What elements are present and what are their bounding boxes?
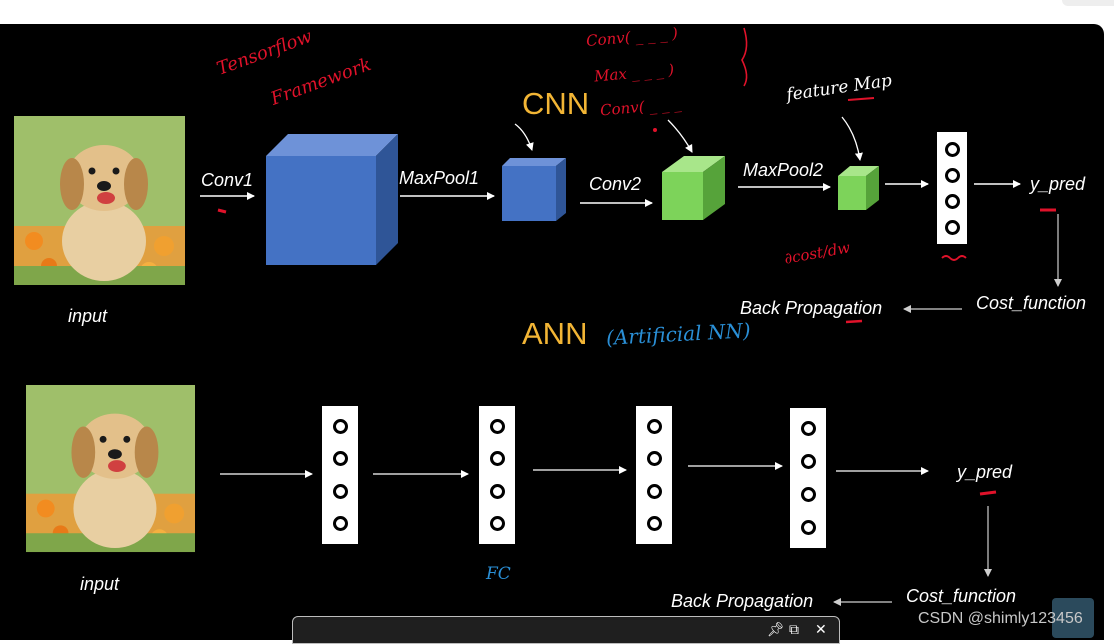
cnn-output-layer xyxy=(937,132,967,244)
maxpool2-label: MaxPool2 xyxy=(743,160,824,180)
conv2-label: Conv2 xyxy=(589,174,642,194)
maxpool1-feature-cube xyxy=(502,158,566,221)
watermark-badge xyxy=(1052,598,1094,638)
ink-arrow-to-conv2 xyxy=(667,119,693,153)
cnn-ypred-label: y_pred xyxy=(1030,174,1086,194)
ink-dot xyxy=(653,128,657,132)
neuron xyxy=(646,516,662,532)
ink-underline-ann-ypred xyxy=(979,490,997,496)
cnn-title: CNN xyxy=(522,86,590,121)
diagram-graphics xyxy=(200,27,1062,606)
neuron xyxy=(332,418,348,434)
ann-input-label: input xyxy=(80,574,120,594)
cnn-input-image xyxy=(14,116,185,285)
neuron xyxy=(800,454,816,469)
window-corner-tab xyxy=(1062,0,1114,6)
neuron xyxy=(800,421,816,436)
conv1-feature-cube xyxy=(266,134,398,265)
ann-layer-1 xyxy=(322,406,358,544)
neuron xyxy=(489,418,505,434)
ink-fc: FC xyxy=(486,564,511,584)
neuron xyxy=(944,193,960,209)
neuron xyxy=(332,451,348,467)
neuron xyxy=(944,219,960,235)
ink-arrow-to-maxpool2 xyxy=(841,116,863,161)
neuron xyxy=(800,487,816,502)
neuron xyxy=(646,451,662,467)
neuron xyxy=(332,483,348,499)
conv1-label: Conv1 xyxy=(201,170,254,190)
neuron xyxy=(944,141,960,157)
ink-brace xyxy=(741,27,748,87)
ann-cost-label: Cost_function xyxy=(906,586,1017,606)
ink-mark-conv1 xyxy=(217,208,227,214)
ann-title: ANN xyxy=(522,316,588,351)
ann-input-image xyxy=(26,384,195,553)
ann-layer-2 xyxy=(479,406,515,544)
ann-ypred-label: y_pred xyxy=(957,462,1013,482)
neuron xyxy=(489,483,505,499)
neuron xyxy=(332,516,348,532)
cnn-input-label: input xyxy=(68,306,108,326)
pin-icon[interactable]: 📌︎ xyxy=(767,622,785,638)
neuron xyxy=(800,520,816,535)
close-icon[interactable]: ✕ xyxy=(815,622,827,638)
csdn-watermark: CSDN @shimly123456 xyxy=(918,610,1083,627)
neuron xyxy=(489,451,505,467)
neuron xyxy=(646,418,662,434)
neuron xyxy=(944,167,960,183)
neuron xyxy=(489,516,505,532)
ann-backprop-label: Back Propagation xyxy=(671,591,814,611)
ink-underline-feature xyxy=(847,97,875,101)
ink-underline-backprop xyxy=(845,319,863,324)
maxpool2-feature-cube xyxy=(838,166,879,210)
cnn-backprop-label: Back Propagation xyxy=(740,298,883,318)
maxpool1-label: MaxPool1 xyxy=(399,168,480,188)
ink-squiggle-layer xyxy=(941,255,967,261)
cnn-cost-label: Cost_function xyxy=(976,293,1087,313)
diagram-slide: CNN ANN input Conv1 MaxPool1 Conv2 MaxPo… xyxy=(0,24,1104,640)
ann-layer-4 xyxy=(790,408,826,548)
conv2-feature-cube xyxy=(662,156,725,220)
ann-layer-3 xyxy=(636,406,672,544)
popout-icon[interactable]: ⧉ xyxy=(789,622,799,638)
ink-arrow-to-maxpool1 xyxy=(514,123,534,151)
neuron xyxy=(646,483,662,499)
